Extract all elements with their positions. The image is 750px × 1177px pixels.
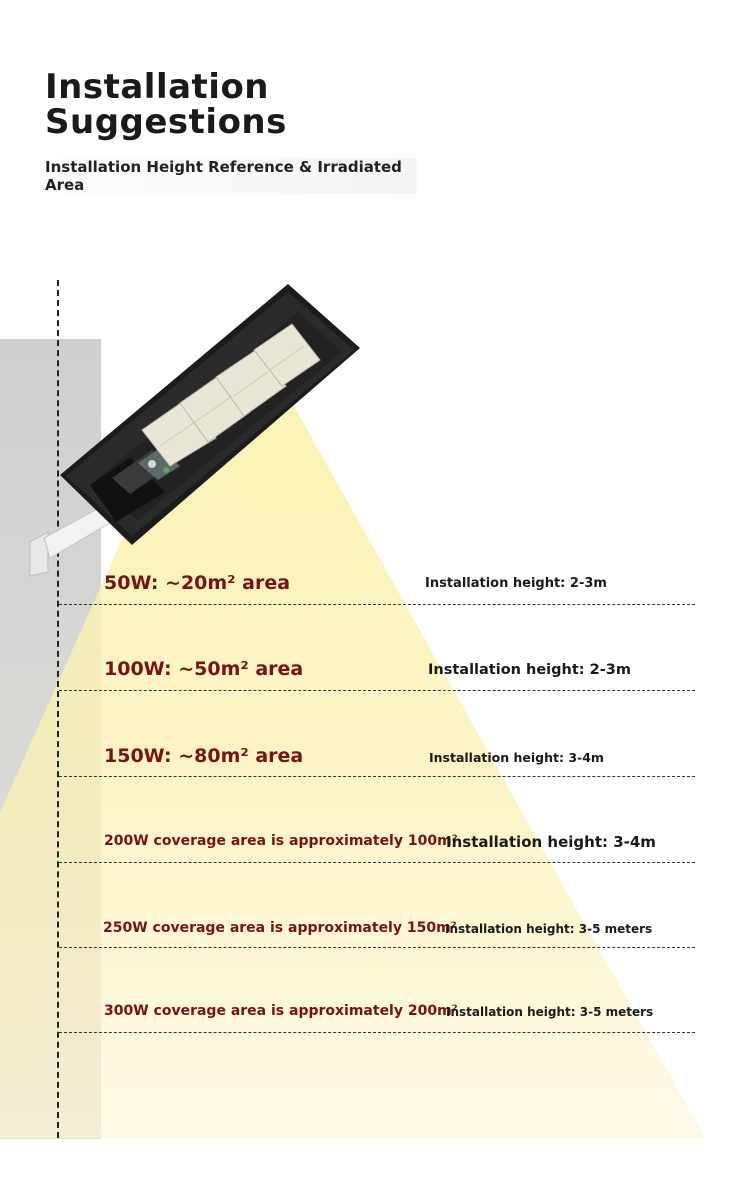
page-subtitle: Installation Height Reference & Irradiat…: [45, 158, 417, 194]
height-50w: Installation height: 2-3m: [425, 576, 607, 591]
coverage-150w: 150W: ~80m² area: [104, 745, 304, 767]
height-300w: Installation height: 3-5 meters: [446, 1005, 654, 1019]
page-title: Installation Suggestions: [45, 70, 287, 140]
row-divider: [59, 690, 695, 691]
title-line-1: Installation: [45, 67, 270, 107]
height-250w: Installation height: 3-5 meters: [445, 922, 653, 936]
solar-street-light-icon: [29, 284, 360, 577]
title-line-2: Suggestions: [45, 102, 287, 142]
coverage-200w: 200W coverage area is approximately 100m…: [104, 833, 458, 849]
subtitle-line-2: Area: [45, 176, 85, 194]
subtitle-line-1: Installation Height Reference & Irradiat…: [45, 158, 402, 176]
pole-reference-line: [57, 280, 59, 1138]
motion-sensor-icon: [138, 448, 180, 480]
height-150w: Installation height: 3-4m: [429, 750, 604, 765]
row-divider: [59, 947, 695, 948]
row-divider: [59, 862, 695, 863]
coverage-50w: 50W: ~20m² area: [104, 572, 291, 594]
row-divider: [59, 1032, 695, 1033]
coverage-300w: 300W coverage area is approximately 200m…: [104, 1003, 458, 1019]
coverage-250w: 250W coverage area is approximately 150m…: [103, 920, 457, 936]
row-divider: [59, 776, 695, 777]
height-200w: Installation height: 3-4m: [446, 833, 656, 851]
coverage-100w: 100W: ~50m² area: [104, 658, 304, 680]
height-100w: Installation height: 2-3m: [428, 662, 631, 678]
row-divider: [59, 604, 695, 605]
